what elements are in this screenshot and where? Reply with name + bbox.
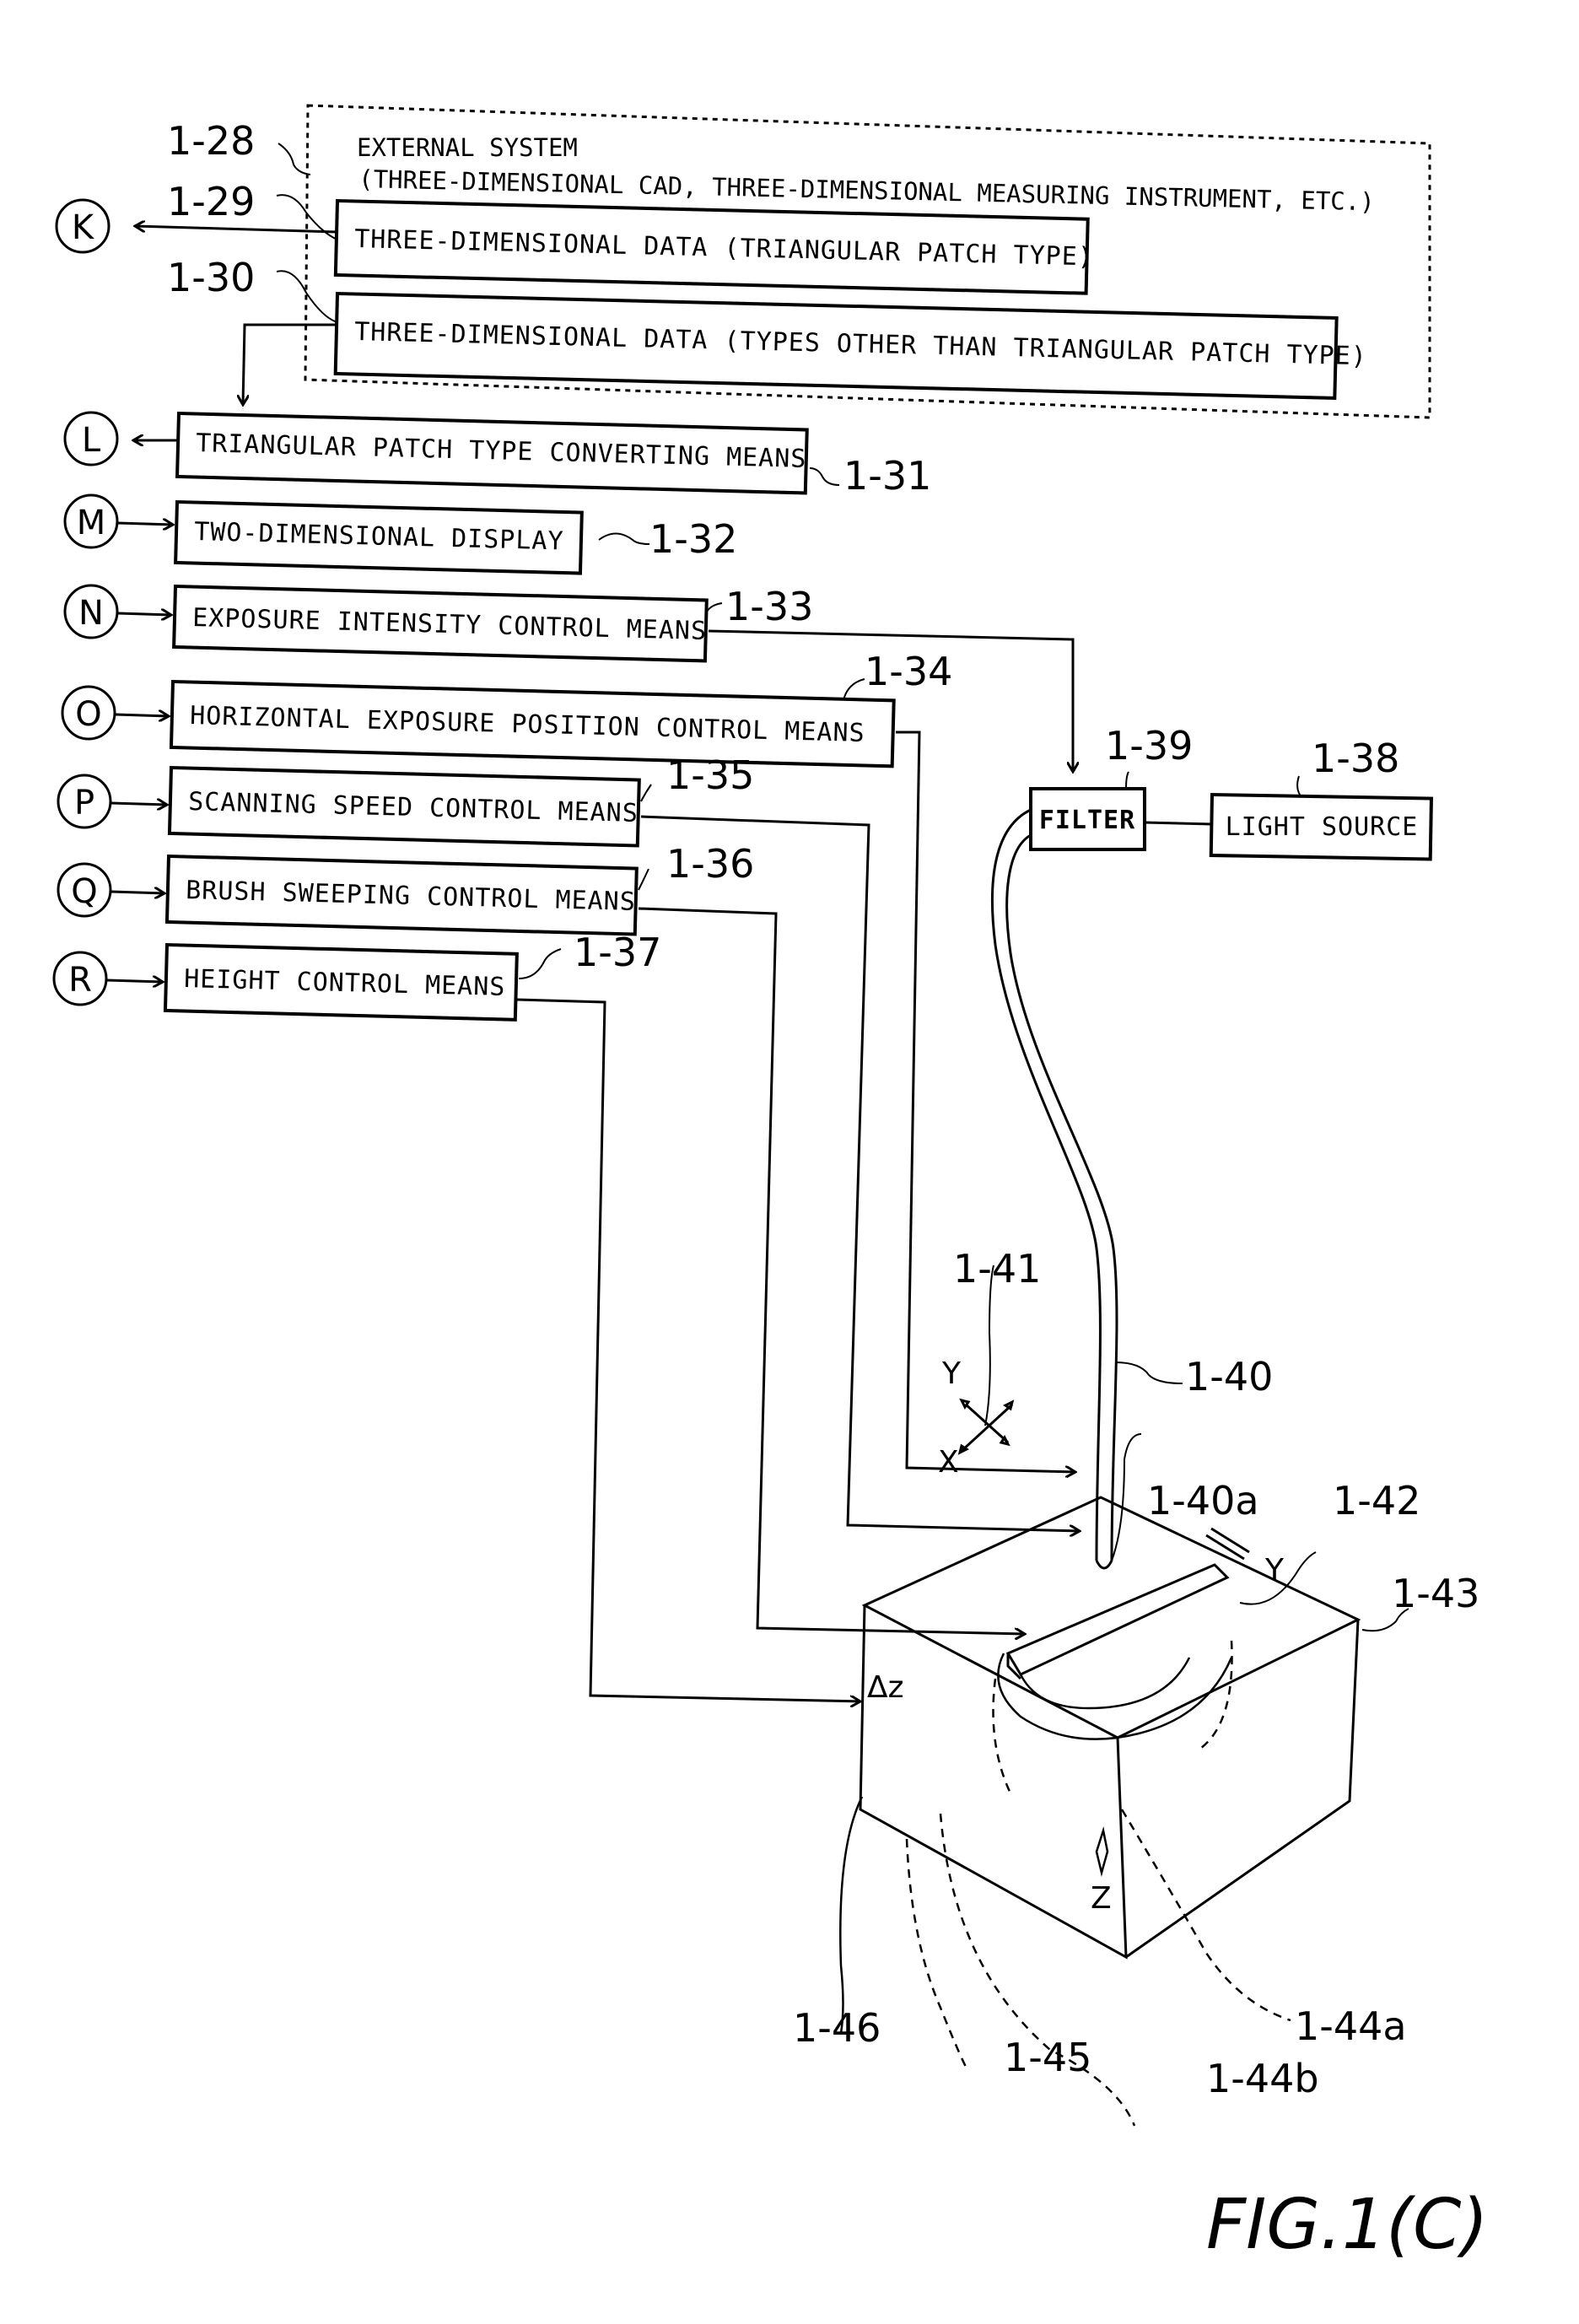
ref-1-36: 1-36 [666, 841, 754, 887]
light-source-label: LIGHT SOURCE [1226, 812, 1419, 842]
connector-Q-label: Q [71, 872, 97, 911]
connector-K-label: K [72, 208, 95, 247]
external-system-subtitle: (THREE-DIMENSIONAL CAD, THREE-DIMENSIONA… [358, 164, 1375, 216]
connector-P-label: P [74, 784, 94, 822]
connector-L-label: L [82, 421, 101, 460]
block-1-29-label: THREE-DIMENSIONAL DATA (TRIANGULAR PATCH… [354, 224, 1094, 272]
leader-1-34 [843, 679, 865, 700]
axis-z-label: Z [1091, 1881, 1112, 1916]
arrow-from-N [118, 613, 171, 615]
ref-1-35: 1-35 [666, 752, 754, 798]
arrow-from-O [116, 714, 169, 716]
ref-1-28: 1-28 [167, 118, 255, 164]
block-1-34: HORIZONTAL EXPOSURE POSITION CONTROL MEA… [171, 682, 894, 766]
connector-N-label: N [78, 594, 104, 633]
line-1-34-to-apparatus [896, 732, 1075, 1472]
xy-direction-icon [960, 1400, 1012, 1453]
line-1-37-to-apparatus [517, 1000, 860, 1701]
ref-1-40a: 1-40a [1147, 1478, 1259, 1523]
leader-1-28 [278, 143, 310, 175]
axis-y2-label: Y [1264, 1553, 1285, 1588]
arrow-from-M [118, 523, 173, 525]
block-1-35-label: SCANNING SPEED CONTROL MEANS [188, 787, 639, 828]
leader-1-40a [1112, 1434, 1141, 1561]
ref-1-38: 1-38 [1312, 736, 1399, 781]
brush-y-arrow-icon [1206, 1529, 1249, 1559]
block-1-36-label: BRUSH SWEEPING CONTROL MEANS [186, 876, 636, 917]
object-layers [994, 1641, 1232, 1797]
axis-x-label: X [938, 1445, 959, 1480]
block-1-37-label: HEIGHT CONTROL MEANS [184, 964, 506, 1002]
z-direction-icon [1097, 1831, 1107, 1873]
block-1-31-label: TRIANGULAR PATCH TYPE CONVERTING MEANS [196, 429, 807, 474]
filter-label: FILTER [1039, 806, 1135, 835]
block-1-33-label: EXPOSURE INTENSITY CONTROL MEANS [192, 603, 708, 646]
block-1-36: BRUSH SWEEPING CONTROL MEANS [167, 856, 637, 935]
external-system-title: EXTERNAL SYSTEM [357, 133, 578, 162]
leader-1-35 [641, 785, 651, 801]
ref-1-29: 1-29 [167, 179, 255, 224]
axis-y-label: Y [941, 1356, 962, 1391]
block-1-30-label: THREE-DIMENSIONAL DATA (TYPES OTHER THAN… [354, 317, 1367, 371]
leader-1-40 [1115, 1362, 1183, 1383]
ref-1-43: 1-43 [1392, 1571, 1479, 1616]
optical-fiber [992, 810, 1117, 1568]
leader-1-31 [810, 468, 839, 485]
ref-1-34: 1-34 [865, 649, 952, 694]
ref-1-32: 1-32 [649, 516, 737, 562]
ref-1-44b: 1-44b [1206, 2056, 1319, 2101]
ref-1-31: 1-31 [843, 453, 931, 499]
block-1-32: TWO-DIMENSIONAL DISPLAY [175, 502, 582, 574]
line-1-35-to-apparatus [641, 817, 1080, 1531]
block-1-34-label: HORIZONTAL EXPOSURE POSITION CONTROL MEA… [190, 701, 865, 748]
ref-1-39: 1-39 [1105, 723, 1193, 768]
leader-1-32 [599, 534, 649, 545]
connector-O-label: O [75, 695, 101, 734]
block-1-30: THREE-DIMENSIONAL DATA (TYPES OTHER THAN… [336, 294, 1368, 398]
arrow-1-30-to-1-31 [243, 325, 337, 405]
leader-1-36 [639, 869, 649, 890]
ref-1-30: 1-30 [167, 255, 255, 300]
leader-1-37 [519, 949, 561, 979]
arrow-from-P [111, 803, 167, 805]
block-1-37: HEIGHT CONTROL MEANS [165, 945, 517, 1020]
leader-1-38 [1297, 776, 1301, 797]
connector-M-label: M [77, 504, 106, 542]
block-1-33: EXPOSURE INTENSITY CONTROL MEANS [174, 586, 707, 661]
block-1-31: TRIANGULAR PATCH TYPE CONVERTING MEANS [177, 413, 807, 493]
axis-dz-label: Δz [867, 1670, 904, 1705]
light-source-box: LIGHT SOURCE [1211, 795, 1431, 860]
leader-1-33 [707, 603, 722, 612]
ref-1-44a: 1-44a [1295, 2003, 1407, 2049]
block-1-32-label: TWO-DIMENSIONAL DISPLAY [194, 517, 564, 556]
connector-R-label: R [68, 961, 92, 1000]
leader-1-39 [1126, 772, 1129, 789]
ref-1-33: 1-33 [725, 584, 813, 629]
block-1-35: SCANNING SPEED CONTROL MEANS [170, 768, 639, 846]
ref-1-37: 1-37 [574, 930, 661, 975]
arrow-from-R [107, 980, 163, 982]
ref-1-46: 1-46 [793, 2005, 881, 2051]
arrow-from-Q [111, 892, 164, 893]
filter-light-link [1145, 822, 1212, 824]
ref-1-45: 1-45 [1004, 2035, 1091, 2080]
ref-1-42: 1-42 [1333, 1478, 1420, 1523]
filter-box: FILTER [1031, 789, 1145, 849]
figure-label: FIG.1(C) [1206, 2185, 1488, 2265]
ref-1-40: 1-40 [1185, 1354, 1273, 1399]
block-1-29: THREE-DIMENSIONAL DATA (TRIANGULAR PATCH… [336, 201, 1094, 294]
ref-1-41: 1-41 [953, 1246, 1041, 1291]
brush [1008, 1565, 1227, 1679]
